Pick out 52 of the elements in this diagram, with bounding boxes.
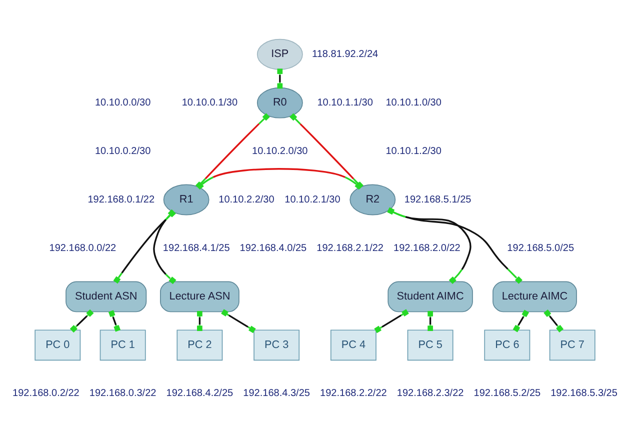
node-box: Student ASN	[66, 280, 147, 312]
connector	[290, 112, 364, 189]
node-box: Lecture ASN	[160, 280, 240, 312]
label: 192.168.2.1/22	[316, 242, 384, 254]
node-box: Lecture AIMC	[492, 280, 577, 312]
label: 192.168.0.2/22	[12, 388, 80, 399]
connector	[387, 206, 472, 284]
label: 10.10.0.1/30	[182, 96, 238, 108]
label: 192.168.2.2/22	[320, 388, 387, 399]
label: 10.10.0.0/30	[94, 96, 151, 108]
label: 10.10.1.0/30	[386, 96, 442, 108]
node-box: PC 6	[484, 329, 530, 360]
label: 192.168.5.1/25	[404, 194, 472, 205]
connector	[153, 208, 176, 284]
node-box: PC 5	[407, 329, 454, 360]
connector	[221, 308, 256, 333]
label: 10.10.1.2/30	[386, 145, 442, 156]
label: 10.10.2.1/30	[284, 194, 340, 205]
node-box: PC 4	[330, 329, 376, 360]
label: 10.10.2.0/30	[252, 145, 308, 156]
node-box: Student AIMC	[388, 280, 473, 312]
label: 118.81.92.2/24	[312, 48, 378, 60]
connector	[195, 112, 270, 189]
label: 192.168.4.3/25	[243, 388, 310, 399]
connector	[374, 308, 409, 333]
label: 192.168.4.2/25	[166, 388, 234, 399]
label: 192.168.2.3/22	[396, 388, 464, 399]
label: 192.168.5.2/25	[474, 388, 541, 399]
node-box: PC 1	[100, 329, 146, 360]
node-box: PC 3	[254, 329, 300, 360]
connector	[70, 308, 94, 332]
label: 192.168.4.0/25	[240, 242, 307, 254]
label: 192.168.5.0/25	[507, 242, 574, 254]
node-ellipse: ISP	[256, 38, 303, 70]
connector	[387, 206, 522, 284]
label: 192.168.2.0/22	[394, 242, 460, 254]
connector	[196, 168, 362, 190]
connector	[113, 209, 176, 284]
label: 192.168.4.1/25	[162, 242, 230, 254]
node-box: PC 0	[34, 329, 81, 360]
label: 10.10.0.2/30	[94, 145, 151, 156]
label: 10.10.1.1/30	[317, 96, 373, 108]
label: 192.168.5.3/25	[550, 388, 618, 399]
connector	[108, 310, 121, 332]
label: 192.168.0.3/22	[89, 388, 156, 399]
connector	[512, 309, 530, 332]
connector	[544, 309, 564, 332]
label: 10.10.2.2/30	[218, 194, 274, 205]
label: 192.168.0.1/22	[88, 194, 155, 205]
node-box: PC 7	[549, 329, 596, 360]
label: 192.168.0.0/22	[49, 242, 116, 254]
node-box: PC 2	[176, 329, 223, 360]
